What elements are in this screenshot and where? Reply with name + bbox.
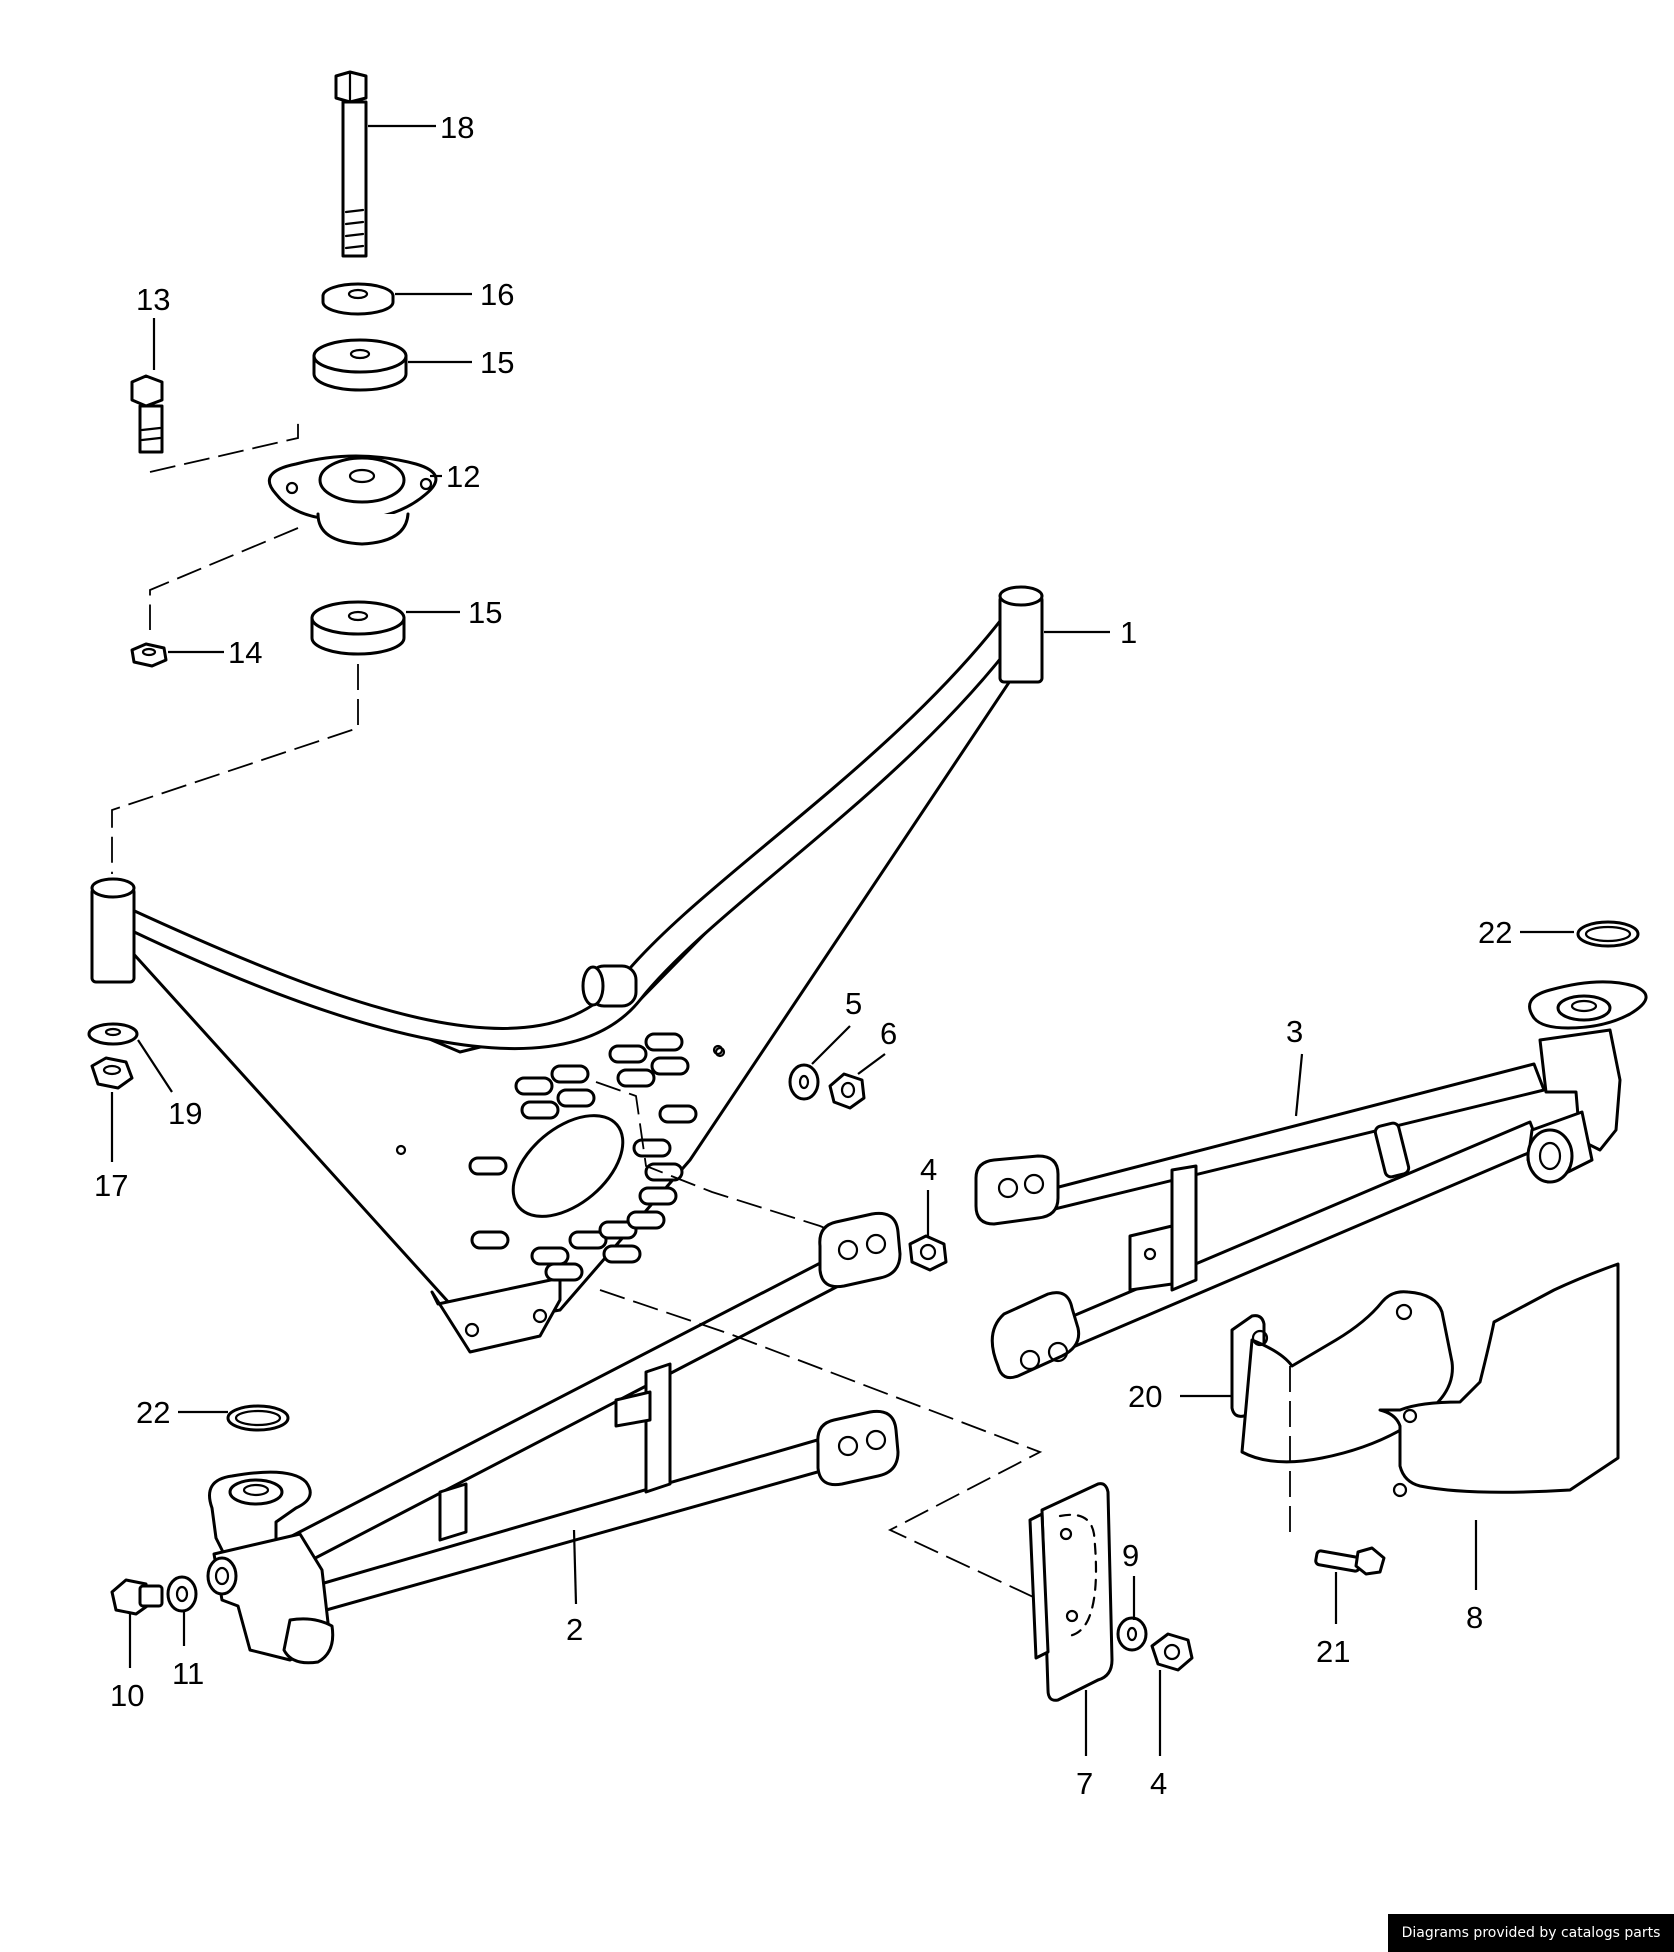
nut-17[interactable] bbox=[90, 1056, 134, 1090]
callout-15-upper: 15 bbox=[480, 345, 514, 380]
washer-11[interactable] bbox=[166, 1575, 198, 1613]
callout-11: 11 bbox=[172, 1656, 204, 1691]
trailing-arm-3[interactable] bbox=[974, 980, 1648, 1380]
callout-13: 13 bbox=[136, 282, 170, 317]
callout-9: 9 bbox=[1122, 1538, 1139, 1573]
cover-plate-8[interactable] bbox=[1378, 1262, 1620, 1498]
nut-4-upper[interactable] bbox=[908, 1234, 948, 1272]
callout-16: 16 bbox=[480, 277, 514, 312]
callout-numbers: 18 16 15 13 12 15 14 1 22 3 5 6 19 17 4 … bbox=[94, 110, 1512, 1801]
callout-4-lower: 4 bbox=[1150, 1766, 1167, 1801]
crossmember-1[interactable] bbox=[90, 585, 1044, 1354]
leader-lines bbox=[110, 124, 1574, 1756]
washer-19[interactable] bbox=[87, 1022, 139, 1046]
nut-4-lower[interactable] bbox=[1150, 1632, 1194, 1672]
rubber-washer-15-upper[interactable] bbox=[312, 338, 408, 392]
washer-9[interactable] bbox=[1116, 1616, 1148, 1652]
bolt-10[interactable] bbox=[110, 1578, 164, 1616]
bolt-13[interactable] bbox=[130, 374, 164, 454]
callout-21: 21 bbox=[1316, 1634, 1350, 1669]
callout-15-lower: 15 bbox=[468, 595, 502, 630]
nut-14[interactable] bbox=[130, 642, 168, 668]
washer-5[interactable] bbox=[788, 1063, 820, 1101]
callout-7: 7 bbox=[1076, 1766, 1093, 1801]
callout-4-upper: 4 bbox=[920, 1152, 937, 1187]
bolt-18[interactable] bbox=[334, 70, 368, 258]
plate-7[interactable] bbox=[1028, 1482, 1114, 1702]
o-ring-22-upper[interactable] bbox=[1576, 920, 1640, 948]
small-hole-dot bbox=[714, 1046, 726, 1058]
callout-14: 14 bbox=[228, 635, 262, 670]
washer-16[interactable] bbox=[321, 282, 395, 316]
callout-22-upper: 22 bbox=[1478, 915, 1512, 950]
callout-12: 12 bbox=[446, 459, 480, 494]
rubber-washer-15-lower[interactable] bbox=[310, 600, 406, 656]
diagram-credit: Diagrams provided by catalogs parts bbox=[1388, 1914, 1674, 1952]
callout-3: 3 bbox=[1286, 1014, 1303, 1049]
callout-1: 1 bbox=[1120, 615, 1137, 650]
callout-5: 5 bbox=[845, 986, 862, 1021]
trailing-arm-2[interactable] bbox=[206, 1211, 902, 1665]
callout-6: 6 bbox=[880, 1016, 897, 1051]
callout-20: 20 bbox=[1128, 1379, 1162, 1414]
bolt-21[interactable] bbox=[1314, 1546, 1386, 1576]
callout-22-lower: 22 bbox=[136, 1395, 170, 1430]
nut-6[interactable] bbox=[828, 1072, 866, 1110]
engine-mount-12[interactable] bbox=[267, 454, 438, 546]
callout-18: 18 bbox=[440, 110, 474, 145]
callout-10: 10 bbox=[110, 1678, 144, 1713]
callout-19: 19 bbox=[168, 1096, 202, 1131]
callout-17: 17 bbox=[94, 1168, 128, 1203]
callout-8: 8 bbox=[1466, 1600, 1483, 1635]
callout-2: 2 bbox=[566, 1612, 583, 1647]
o-ring-22-lower[interactable] bbox=[226, 1404, 290, 1432]
